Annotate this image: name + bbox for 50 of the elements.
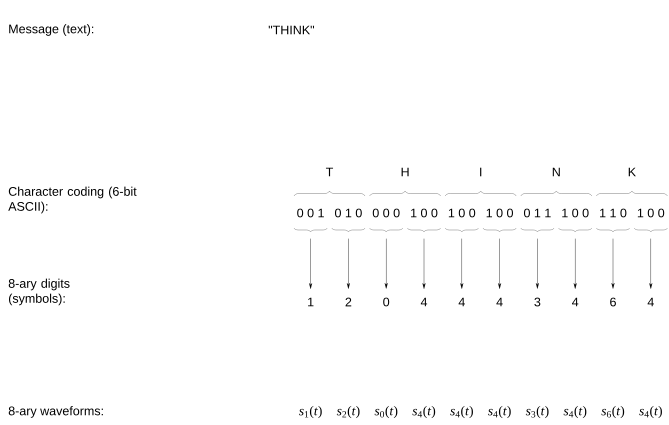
waveform-label: s$_{4}$(t): [450, 406, 473, 418]
waveform-label: s$_{3}$(t): [526, 406, 549, 418]
arrow: [574, 238, 577, 289]
character: N: [552, 168, 560, 176]
digit: 0: [383, 298, 390, 306]
arrow: [346, 238, 350, 289]
arrow: [649, 238, 652, 289]
row-label: Message (text):: [9, 24, 94, 36]
bit-group: 0 0 0: [372, 208, 400, 218]
waveform-label: s$_{6}$(t): [601, 406, 624, 418]
bit-group: 1 0 0: [411, 208, 438, 218]
bit-group: 1 0 0: [486, 208, 513, 218]
arrow: [422, 238, 426, 289]
waveform-label: s$_{4}$(t): [564, 406, 586, 418]
waveform-label: s$_{4}$(t): [412, 406, 436, 418]
arrow: [384, 238, 388, 289]
waveform-label: s$_{1}$(t): [299, 406, 322, 418]
bit-group: 1 0 0: [448, 208, 476, 218]
digit: 4: [458, 298, 465, 306]
arrow: [611, 238, 615, 289]
digit: 3: [534, 298, 540, 306]
waveform-label: s$_{0}$(t): [374, 406, 398, 418]
character: I: [480, 168, 482, 176]
bit-group: 1 0 0: [638, 208, 664, 218]
digit: 4: [572, 298, 578, 306]
waveform-label: s$_{2}$(t): [336, 406, 360, 418]
bit-group: 0 0 1: [297, 208, 324, 218]
message-text: "THINK": [268, 26, 314, 34]
digit: 4: [496, 298, 503, 306]
digit: 4: [648, 298, 654, 306]
bit-group: 0 1 1: [524, 208, 551, 218]
waveform-label: s$_{4}$(t): [639, 406, 662, 418]
bit-group: 1 0 0: [562, 208, 589, 218]
row-label: 8-ary waveforms:: [8, 406, 103, 418]
digit: 1: [308, 298, 314, 306]
row-label: Character coding (6-bit ASCII):: [8, 186, 137, 214]
arrow: [536, 238, 539, 289]
character: K: [628, 168, 636, 176]
character: T: [326, 168, 334, 176]
row-label: 8-ary digits (symbols):: [8, 278, 70, 306]
character: H: [402, 168, 409, 176]
waveform-label: s$_{4}$(t): [488, 406, 511, 418]
digit: 4: [420, 298, 428, 306]
arrow: [309, 238, 312, 289]
digit: 2: [346, 298, 352, 306]
bit-group: 1 1 0: [600, 208, 626, 218]
digit: 6: [610, 298, 616, 306]
arrow: [460, 238, 464, 289]
bit-group: 0 1 0: [335, 208, 362, 218]
arrow: [498, 238, 502, 289]
